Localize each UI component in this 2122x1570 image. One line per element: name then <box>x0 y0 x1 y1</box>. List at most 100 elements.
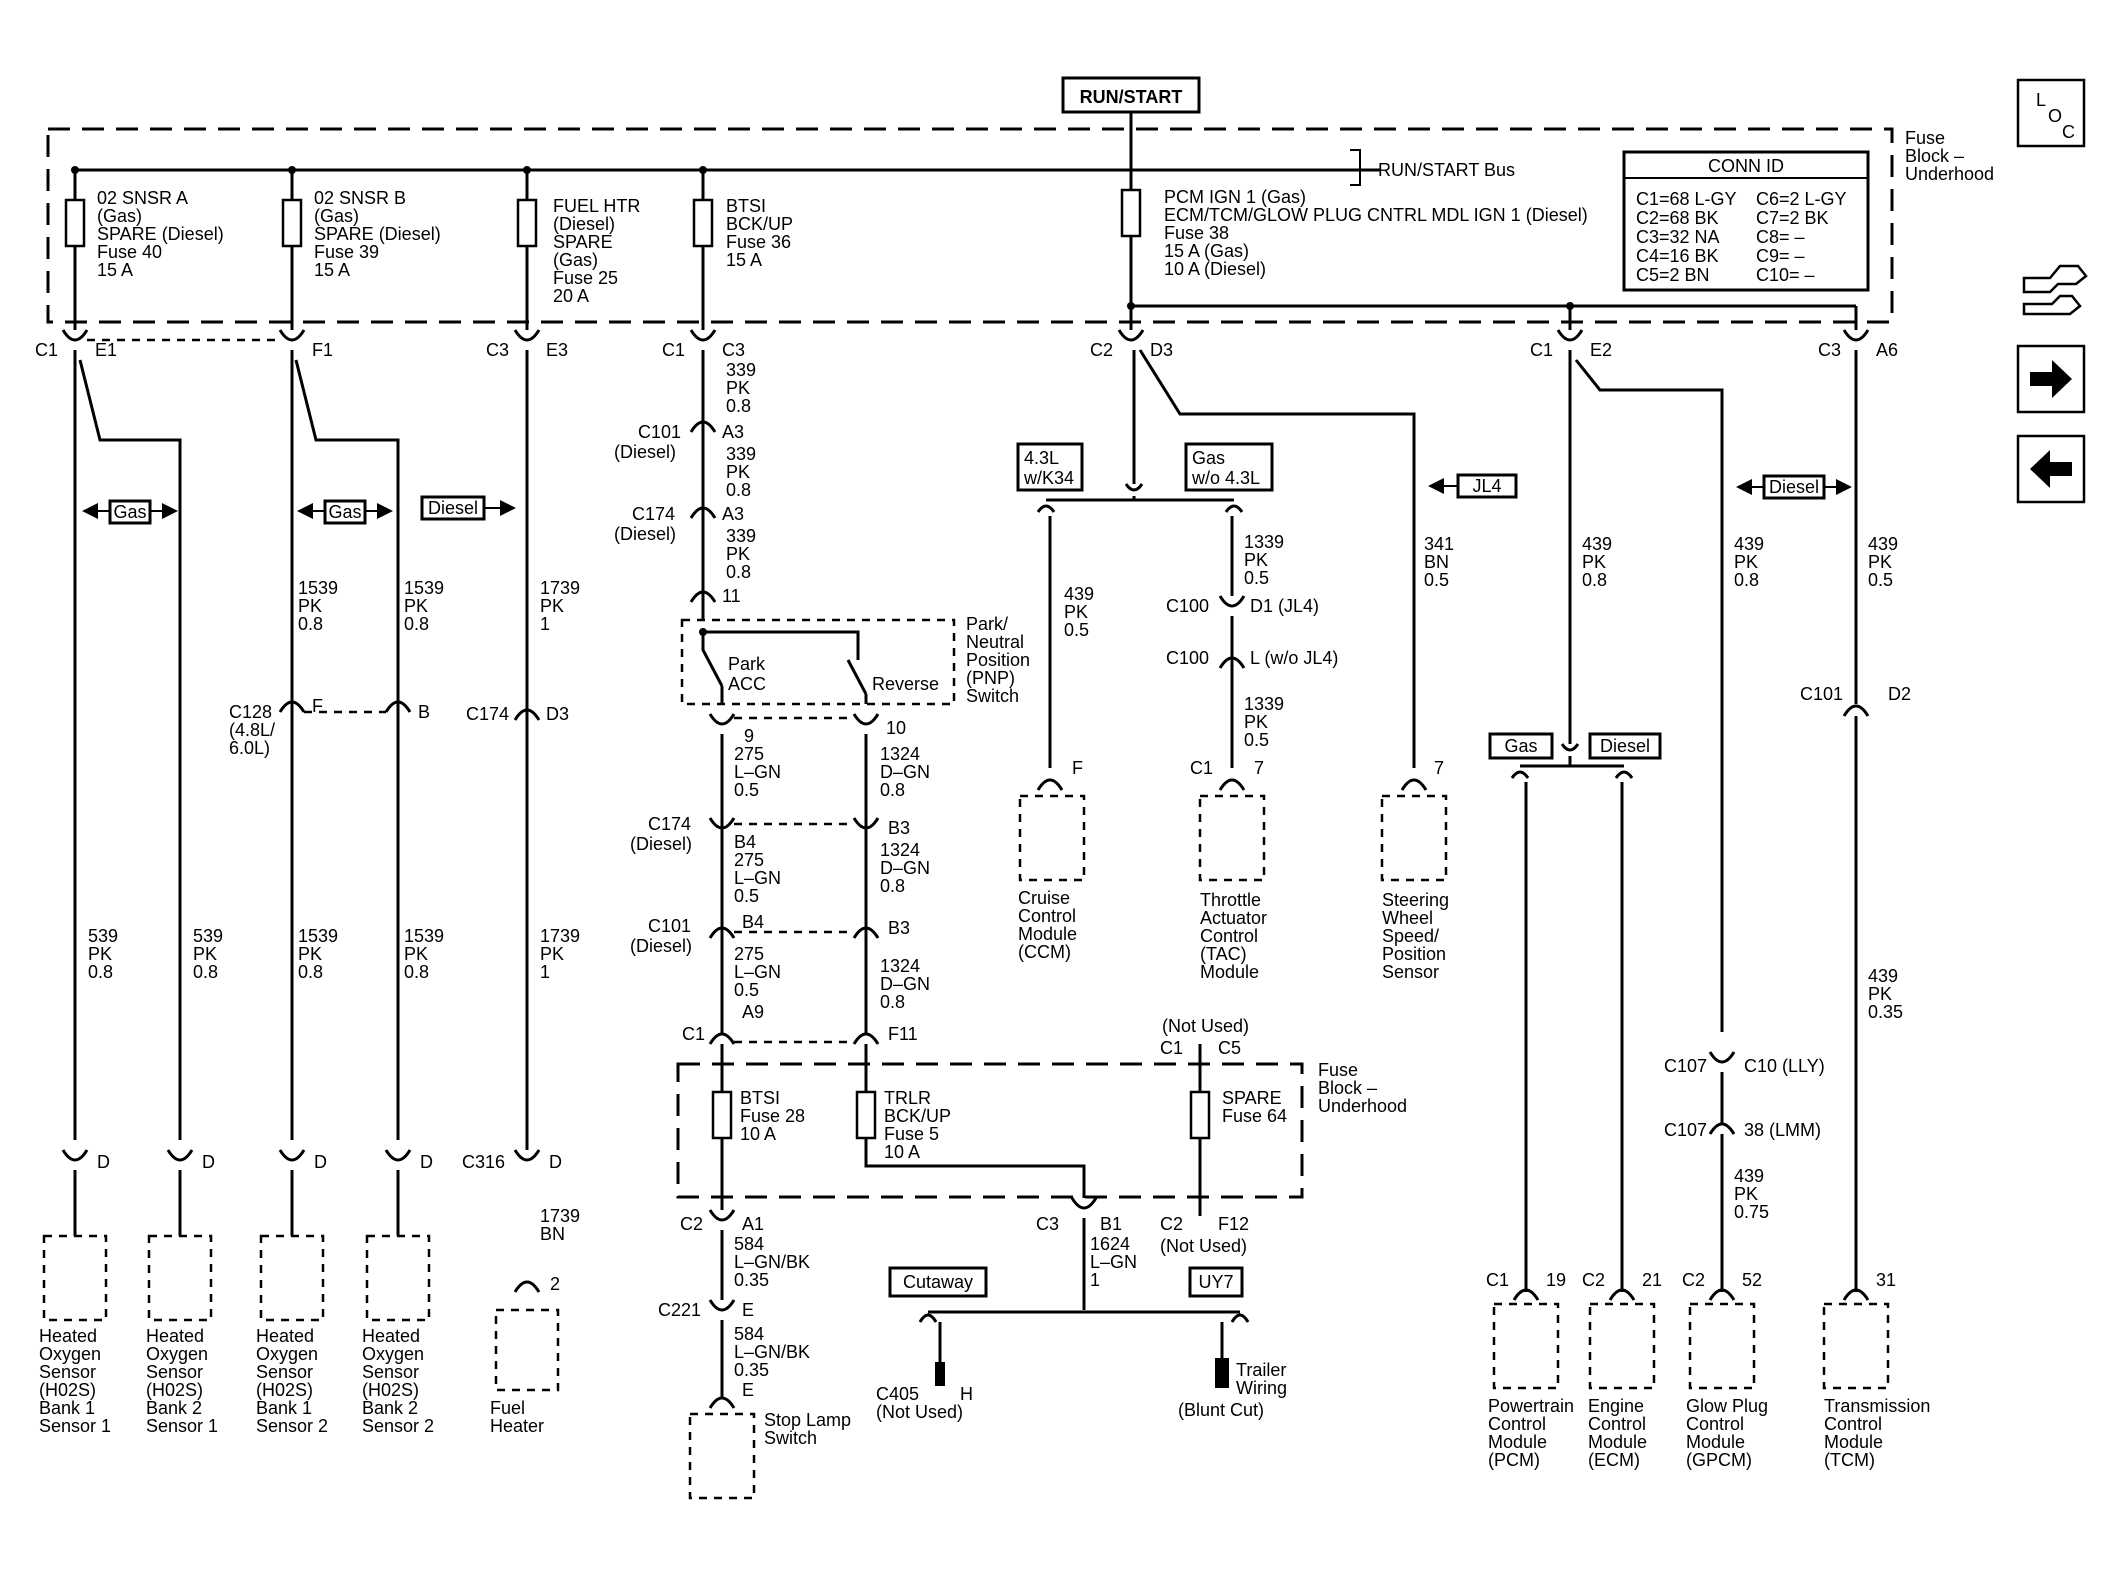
svg-text:C128: C128 <box>229 702 272 722</box>
arrow-left-icon <box>2030 450 2072 488</box>
svg-text:Bank 2: Bank 2 <box>362 1398 418 1418</box>
c405-terminal <box>935 1362 945 1386</box>
svg-text:1: 1 <box>540 614 550 634</box>
next-page-button[interactable] <box>2016 344 2086 414</box>
svg-text:Speed/: Speed/ <box>1382 926 1439 946</box>
tcm-label: Transmission Control Module (TCM) <box>1824 1396 1930 1470</box>
gpcm-box <box>1688 1302 1756 1390</box>
conn-id-c3: C3=32 NA <box>1636 227 1720 247</box>
svg-text:D: D <box>420 1152 433 1172</box>
svg-text:Switch: Switch <box>966 686 1019 706</box>
svg-text:SPARE (Diesel): SPARE (Diesel) <box>97 224 224 244</box>
svg-text:(Not Used): (Not Used) <box>1162 1016 1249 1036</box>
svg-text:Wheel: Wheel <box>1382 908 1433 928</box>
svg-text:0.5: 0.5 <box>734 886 759 906</box>
svg-text:Heater: Heater <box>490 1416 544 1436</box>
svg-text:0.8: 0.8 <box>880 992 905 1012</box>
svg-text:C10 (LLY): C10 (LLY) <box>1744 1056 1825 1076</box>
svg-text:PK: PK <box>88 944 112 964</box>
svg-text:(Gas): (Gas) <box>97 206 142 226</box>
svg-text:Sensor: Sensor <box>1382 962 1439 982</box>
svg-text:275: 275 <box>734 944 764 964</box>
conn-id-c1: C1=68 L-GY <box>1636 189 1737 209</box>
svg-text:PK: PK <box>298 596 322 616</box>
svg-text:C405: C405 <box>876 1384 919 1404</box>
svg-text:B1: B1 <box>1100 1214 1122 1234</box>
svg-text:15 A: 15 A <box>726 250 762 270</box>
svg-text:PK: PK <box>1868 552 1892 572</box>
svg-text:1324: 1324 <box>880 840 920 860</box>
fuse-64 <box>1189 1090 1211 1140</box>
svg-text:0.5: 0.5 <box>1064 620 1089 640</box>
gas-tag-2: Gas <box>297 499 393 525</box>
svg-text:PK: PK <box>298 944 322 964</box>
conn-id-c5: C5=2 BN <box>1636 265 1710 285</box>
svg-text:7: 7 <box>1254 758 1264 778</box>
svg-text:0.75: 0.75 <box>1734 1202 1769 1222</box>
svg-text:Gas: Gas <box>1192 448 1225 468</box>
svg-text:(Diesel): (Diesel) <box>630 936 692 956</box>
svg-text:Module: Module <box>1488 1432 1547 1452</box>
svg-text:D: D <box>549 1152 562 1172</box>
svg-text:Switch: Switch <box>764 1428 817 1448</box>
ecm-box <box>1588 1302 1656 1390</box>
svg-text:(H02S): (H02S) <box>256 1380 313 1400</box>
connector-view-icon[interactable] <box>2022 264 2088 316</box>
conn-id-c9: C9= – <box>1756 246 1805 266</box>
svg-text:C101: C101 <box>648 916 691 936</box>
svg-text:C3: C3 <box>1818 340 1841 360</box>
svg-text:1739: 1739 <box>540 926 580 946</box>
module-connectors <box>1512 1288 1870 1301</box>
svg-text:E3: E3 <box>546 340 568 360</box>
svg-text:PK: PK <box>1064 602 1088 622</box>
svg-text:PK: PK <box>1582 552 1606 572</box>
svg-text:L–GN/BK: L–GN/BK <box>734 1252 810 1272</box>
svg-text:6.0L): 6.0L) <box>229 738 270 758</box>
conn-id-c2: C2=68 BK <box>1636 208 1719 228</box>
steering-sensor-box <box>1380 794 1448 882</box>
svg-text:52: 52 <box>1742 1270 1762 1290</box>
svg-text:C1: C1 <box>1190 758 1213 778</box>
svg-text:PK: PK <box>1734 552 1758 572</box>
svg-text:PK: PK <box>193 944 217 964</box>
pcm-label: Powertrain Control Module (PCM) <box>1488 1396 1574 1470</box>
ho2s-b2s1-label: Heated Oxygen Sensor (H02S) Bank 2 Senso… <box>146 1326 218 1436</box>
ho2s-b1s1-label: Heated Oxygen Sensor (H02S) Bank 1 Senso… <box>39 1326 111 1436</box>
svg-text:Fuse 64: Fuse 64 <box>1222 1106 1287 1126</box>
svg-text:Powertrain: Powertrain <box>1488 1396 1574 1416</box>
svg-text:Heated: Heated <box>256 1326 314 1346</box>
tcm-box <box>1822 1302 1890 1390</box>
conn-id-c7: C7=2 BK <box>1756 208 1829 228</box>
svg-text:0.5: 0.5 <box>1424 570 1449 590</box>
previous-page-button[interactable] <box>2016 434 2086 504</box>
svg-text:Sensor: Sensor <box>146 1362 203 1382</box>
trailer-wiring-blunt-cut <box>1215 1358 1229 1388</box>
fuse-39: 02 SNSR B (Gas) SPARE (Diesel) Fuse 39 1… <box>281 166 441 330</box>
svg-text:SPARE: SPARE <box>553 232 613 252</box>
svg-text:275: 275 <box>734 744 764 764</box>
svg-text:Reverse: Reverse <box>872 674 939 694</box>
svg-text:(Diesel): (Diesel) <box>553 214 615 234</box>
svg-text:Gas: Gas <box>1504 736 1537 756</box>
svg-text:ACC: ACC <box>728 674 766 694</box>
ccm-box <box>1018 794 1086 882</box>
svg-text:D–GN: D–GN <box>880 762 930 782</box>
svg-text:A3: A3 <box>722 422 744 442</box>
loc-button[interactable]: L O C <box>2016 78 2086 148</box>
svg-text:(H02S): (H02S) <box>362 1380 419 1400</box>
run-start-label: RUN/START <box>1080 87 1183 107</box>
svg-text:C174: C174 <box>632 504 675 524</box>
svg-text:Module: Module <box>1200 962 1259 982</box>
fuse-40: 02 SNSR A (Gas) SPARE (Diesel) Fuse 40 1… <box>64 166 224 330</box>
svg-text:439: 439 <box>1868 966 1898 986</box>
cutaway-tag: Cutaway <box>888 1266 988 1298</box>
svg-text:Control: Control <box>1488 1414 1546 1434</box>
svg-text:Control: Control <box>1200 926 1258 946</box>
svg-text:1539: 1539 <box>404 926 444 946</box>
svg-text:L–GN: L–GN <box>1090 1252 1137 1272</box>
svg-text:Park/: Park/ <box>966 614 1008 634</box>
svg-text:1539: 1539 <box>298 578 338 598</box>
svg-text:(ECM): (ECM) <box>1588 1450 1640 1470</box>
svg-text:1: 1 <box>540 962 550 982</box>
gpcm-label: Glow Plug Control Module (GPCM) <box>1686 1396 1768 1470</box>
